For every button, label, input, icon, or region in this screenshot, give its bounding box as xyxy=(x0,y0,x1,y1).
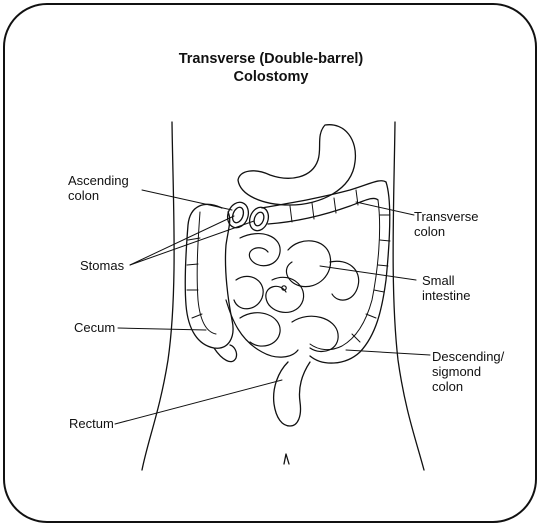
label-stomas: Stomas xyxy=(80,258,124,273)
stoma-1 xyxy=(224,199,252,230)
label-descending-colon: Descending/ sigmond colon xyxy=(432,349,504,394)
label-rectum: Rectum xyxy=(69,416,114,431)
anatomy-illustration xyxy=(0,0,542,484)
label-transverse-colon: Transverse colon xyxy=(414,209,479,239)
cecum xyxy=(214,345,237,362)
transverse-colon-upper xyxy=(262,181,386,208)
transverse-colon-lower xyxy=(268,198,378,224)
ascending-colon xyxy=(185,204,233,348)
stoma-2 xyxy=(246,205,271,234)
descending-colon xyxy=(310,182,390,363)
label-ascending-colon: Ascending colon xyxy=(68,173,129,203)
rectum xyxy=(274,362,310,426)
torso-outline-right xyxy=(393,122,424,470)
navel-mark xyxy=(284,454,289,464)
small-intestine-loops xyxy=(226,234,359,358)
torso-outline-left xyxy=(142,122,174,470)
label-small-intestine: Small intestine xyxy=(422,273,470,303)
label-cecum: Cecum xyxy=(74,320,115,335)
